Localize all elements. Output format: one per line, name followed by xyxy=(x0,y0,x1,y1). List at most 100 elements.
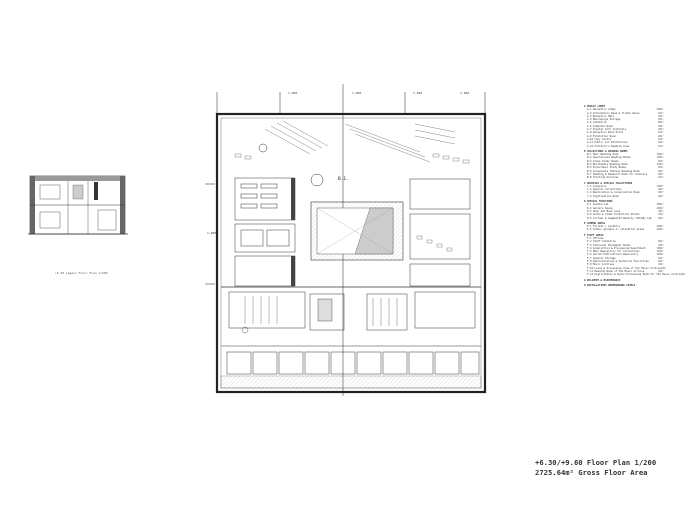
legend-item-name: C.2 Special Collections xyxy=(587,188,622,192)
legend-item-name: A.5 Cafeteria xyxy=(587,121,607,125)
legend-item-area: 10m² xyxy=(657,131,664,135)
legend-item: B.7 Reading & Research Room for Scholars… xyxy=(584,173,664,176)
legend-item: A.7 Digital Info Terminals 20m² xyxy=(584,128,664,131)
axis-label: 1.200 xyxy=(207,231,216,235)
legend-item-name: A.12 Children's Reading Area xyxy=(587,144,630,148)
legend-item-name: A.7 Digital Info Terminals xyxy=(587,128,627,132)
legend-item-name: A.6 Computer Room xyxy=(587,124,613,128)
legend-item-area: 80m² xyxy=(657,121,664,125)
legend-item-name: D.2 Gallery Space xyxy=(587,206,613,210)
legend-item: E.2 Indoor gardens or relaxation areas 20… xyxy=(584,228,664,231)
legend-item-name: F.6 Serial Publications Repository xyxy=(587,253,639,257)
legend-item-area: 40m² xyxy=(657,243,664,247)
legend-item-name: B.4 Multimedia Reading Room xyxy=(587,163,628,167)
legend-section-title: F STAFF AREAS xyxy=(584,233,604,237)
legend-item-name: A.2 Information Desk & Ticket Sales xyxy=(587,111,640,115)
legend-item-name: B.7 Reading & Research Room for Scholars xyxy=(587,172,648,176)
axis-label: 1.200 xyxy=(288,91,297,95)
legend-item-area: 200m² xyxy=(656,206,664,210)
legend-item-area: 40m² xyxy=(657,169,664,173)
legend-item-name: F.12 Digitisation & Audio Processing Roo… xyxy=(587,273,682,277)
legend-item-name: A.4 Belongings Storage xyxy=(587,118,621,122)
legend-item: F.10 Loans & Processing Area of the Musi… xyxy=(584,267,667,270)
legend-item-name: E.2 Indoor gardens or relaxation areas xyxy=(587,228,645,232)
gross-floor-area: 2725.64m² Gross Floor Area xyxy=(535,468,648,477)
legend-item-area: 70m² xyxy=(657,213,664,217)
legend-section-title: G DELIVERY & MAINTENANCE xyxy=(584,278,621,282)
legend-section-title: C ARCHIVES & SPECIAL COLLECTIONS xyxy=(584,181,633,185)
legend-item-area: 100m² xyxy=(656,246,664,250)
legend-item-name: B.8 Printing Services xyxy=(587,176,619,180)
legend-item-area: 40m² xyxy=(657,172,664,176)
legend-item-name: F.4 Acquisition & Processing Department xyxy=(587,246,646,250)
legend-item: F.11 Reading Room of the Music Archive 30… xyxy=(584,270,664,273)
legend-item-area: 150m² xyxy=(656,250,664,254)
shelving-upper xyxy=(264,120,456,163)
left-blocks xyxy=(234,177,296,287)
legend-item-name: F.5 Main Repository for Collections xyxy=(587,250,640,254)
legend-item-area: 200m² xyxy=(656,225,664,229)
legend-item: D.2 Gallery Space 200m² xyxy=(584,207,664,210)
lower-zone xyxy=(228,291,476,331)
legend-item-area: 100m² xyxy=(656,156,664,160)
legend-item-area: 60m² xyxy=(657,260,664,264)
legend-item: A.9 Exhibition Room 20m² xyxy=(584,135,664,138)
legend-section-title: D SPECIAL FUNCTIONS xyxy=(584,200,613,204)
legend-item-area: 40m² xyxy=(657,141,664,145)
legend-item: D.5 Virtual & Augmented Reality (VR/AR) … xyxy=(584,217,664,220)
legend-item-name: D.1 Auditorium xyxy=(587,203,609,207)
legend-item-area: 700m² xyxy=(656,153,664,157)
legend-item-area: 50m² xyxy=(657,256,664,260)
legend-item-name: F.11 Reading Room of the Music Archive xyxy=(587,269,645,273)
legend-item-name: D.3 Shop and Book area xyxy=(587,209,621,213)
legend-item: F.12 Digitisation & Audio Processing Roo… xyxy=(584,273,685,276)
legend-item-area: 30m² xyxy=(657,269,664,273)
lower-shelves xyxy=(244,296,398,326)
key-plan-caption: +6.30 Legacy Floor Plan 1/200 xyxy=(55,271,108,275)
legend-item-name: F.8 Administrative & Technical Facilitie… xyxy=(587,260,649,264)
legend-item-name: B.5 Individual Study Rooms xyxy=(587,166,627,170)
axis-label: 1.200 xyxy=(413,91,422,95)
legend-item-name: A.10 Copy Centre xyxy=(587,137,612,141)
legend-item-area: 100m² xyxy=(656,184,664,188)
legend-item-area: 20m² xyxy=(657,134,664,138)
legend-item: F.8 Administrative & Technical Facilitie… xyxy=(584,260,664,263)
legend-item-area: 40m² xyxy=(657,263,664,267)
axis-label: 1.200 xyxy=(460,91,469,95)
study-rooms xyxy=(226,351,480,375)
legend-item-area: 20m² xyxy=(657,128,664,132)
floor-plan-drawing: 1.200 1.200 1.200 1.200 1.200 B.1. xyxy=(205,84,487,396)
axis-label: 1.200 xyxy=(352,91,361,95)
legend-item-name: F.2 Staff Cafeteria xyxy=(587,240,616,244)
legend-item-area: 50m² xyxy=(657,240,664,244)
key-plan-drawing xyxy=(28,175,128,235)
legend-item-name: C.4 Digitisation Room xyxy=(587,194,619,198)
legend-section-title: E COMMON AREAS xyxy=(584,221,606,225)
right-blocks xyxy=(409,178,471,287)
legend-item-name: B.1 Main Reading Room xyxy=(587,153,619,157)
legend-item-name: A.9 Exhibition Room xyxy=(587,134,616,138)
legend-item: F.1 Offices xyxy=(584,237,664,240)
legend-item: B.1 Main Reading Room 700m² xyxy=(584,153,664,156)
legend-item-name: A.3 Reception Hall xyxy=(587,114,615,118)
legend-item-name: D.5 Virtual & Augmented Reality (VR/AR) … xyxy=(587,216,652,220)
legend-item-area: 60m² xyxy=(657,159,664,163)
